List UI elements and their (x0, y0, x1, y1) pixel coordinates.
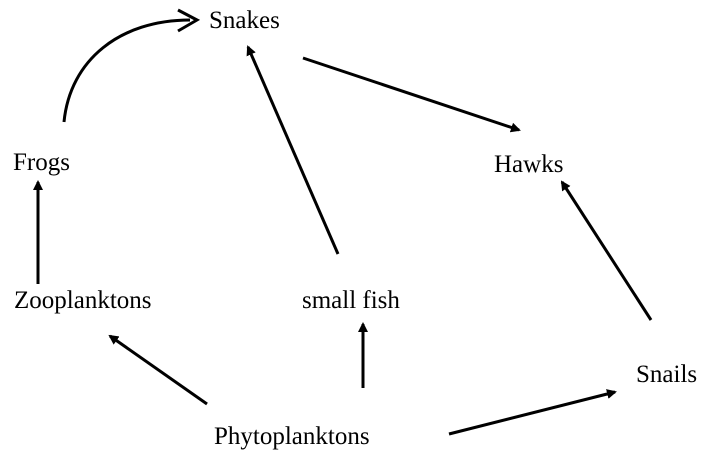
arrow-phytoplanktons-to-snails (448, 389, 617, 436)
arrow-snakes-to-hawks (302, 56, 521, 133)
node-phytoplanktons: Phytoplanktons (214, 423, 370, 450)
node-snakes: Snakes (209, 7, 280, 34)
node-hawks: Hawks (494, 151, 564, 178)
arrow-frogs-to-snakes-head (177, 8, 201, 33)
node-snails: Snails (636, 361, 698, 388)
arrow-phytoplanktons-to-zooplanktons (108, 334, 208, 406)
arrow-frogs-to-snakes (62, 18, 191, 123)
node-small-fish: small fish (302, 287, 400, 314)
arrow-snails-to-hawks (560, 180, 653, 321)
node-frogs: Frogs (13, 149, 70, 176)
arrow-small-fish-to-snakes (246, 45, 340, 255)
node-zooplanktons: Zooplanktons (14, 287, 152, 314)
